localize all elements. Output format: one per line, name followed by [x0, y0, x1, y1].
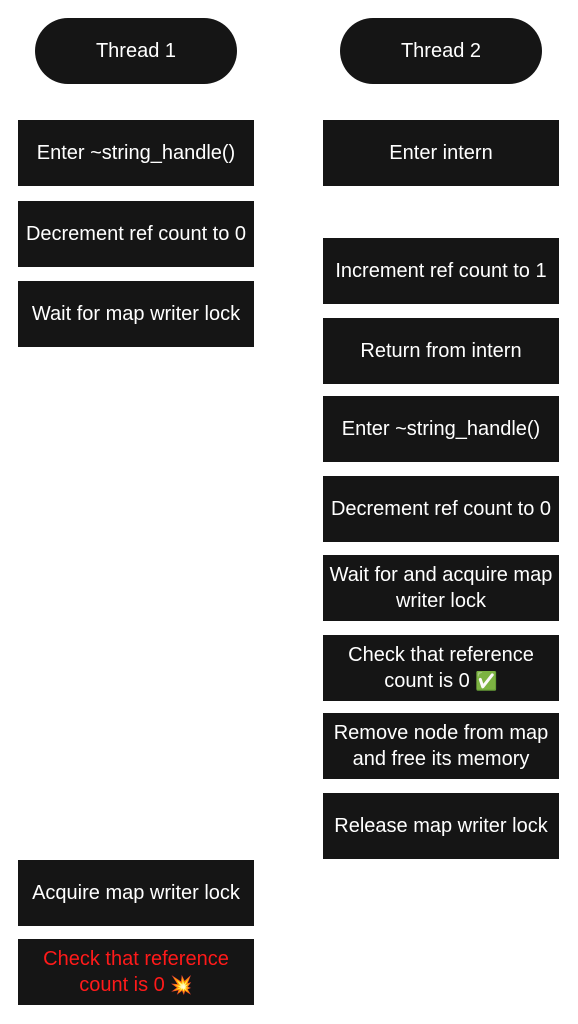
thread-1-step-check-ref-error: Check that reference count is 0 💥 [18, 939, 254, 1005]
thread-2-step-remove-node: Remove node from map and free its memory [323, 713, 559, 779]
thread-2-header: Thread 2 [340, 18, 542, 84]
thread-2-step-return-intern: Return from intern [323, 318, 559, 384]
step-label: Increment ref count to 1 [335, 260, 547, 282]
thread-1-step-decrement-ref: Decrement ref count to 0 [18, 201, 254, 267]
step-label: Decrement ref count to 0 [25, 223, 247, 245]
step-label: Return from intern [360, 340, 522, 362]
step-label: Decrement ref count to 0 [330, 498, 552, 520]
check-mark-icon: ✅ [475, 671, 498, 691]
step-label: Enter ~string_handle() [341, 418, 541, 440]
step-text: Check that reference count is 0 💥 [22, 946, 250, 998]
step-text: Check that reference count is 0 ✅ [327, 642, 555, 694]
thread-1-step-acquire-lock: Acquire map writer lock [18, 860, 254, 926]
thread-1-step-enter-destructor: Enter ~string_handle() [18, 120, 254, 186]
thread-2-step-enter-destructor: Enter ~string_handle() [323, 396, 559, 462]
thread-2-step-decrement-ref: Decrement ref count to 0 [323, 476, 559, 542]
thread-2-step-enter-intern: Enter intern [323, 120, 559, 186]
step-label: Enter intern [389, 142, 493, 164]
collision-icon: 💥 [170, 975, 193, 995]
thread-1-step-wait-lock: Wait for map writer lock [18, 281, 254, 347]
step-label: Remove node from map and free its memory [333, 722, 549, 770]
thread-1-title: Thread 1 [95, 39, 177, 62]
thread-2-title: Thread 2 [400, 39, 482, 62]
thread-2-step-release-lock: Release map writer lock [323, 793, 559, 859]
step-label: Release map writer lock [334, 815, 548, 837]
thread-2-step-increment-ref: Increment ref count to 1 [323, 238, 559, 304]
thread-2-step-check-ref-ok: Check that reference count is 0 ✅ [323, 635, 559, 701]
step-label: Check that reference count is 0 [43, 948, 229, 996]
thread-2-step-acquire-lock: Wait for and acquire map writer lock [323, 555, 559, 621]
step-label: Enter ~string_handle() [36, 142, 236, 164]
thread-1-header: Thread 1 [35, 18, 237, 84]
step-label: Acquire map writer lock [32, 882, 240, 904]
step-label: Wait for and acquire map writer lock [329, 564, 553, 612]
step-label: Check that reference count is 0 [348, 644, 534, 692]
step-label: Wait for map writer lock [31, 303, 241, 325]
